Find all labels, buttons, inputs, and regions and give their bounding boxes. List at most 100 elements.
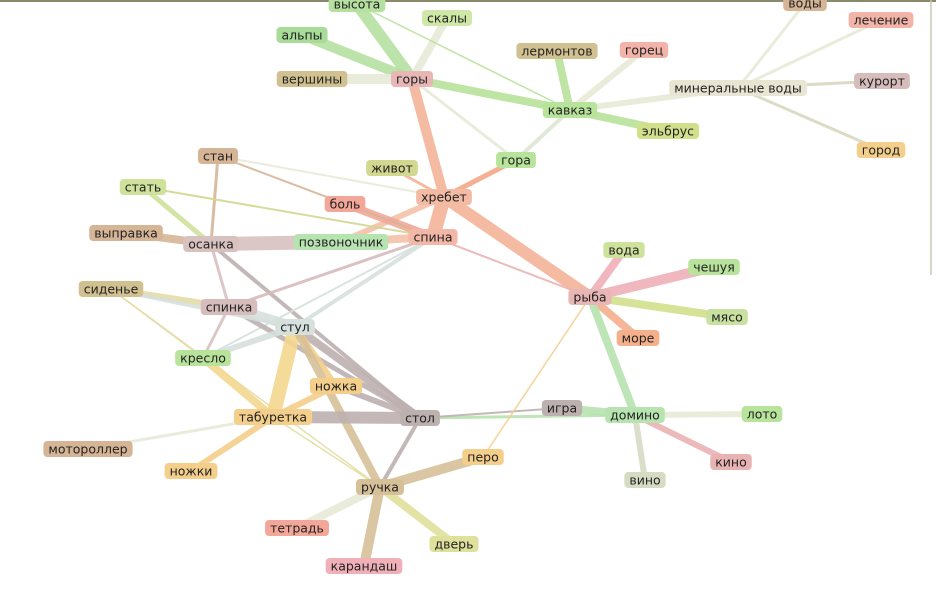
node-label: игра (547, 401, 577, 416)
node-спина[interactable]: спина (408, 229, 458, 245)
node-label: вода (608, 243, 639, 258)
node-label: хребет (421, 190, 467, 205)
node-лото[interactable]: лото (741, 406, 783, 422)
edge-спина-рыба (432, 236, 591, 298)
node-label: горец (625, 43, 663, 58)
edge-стол-ручка (378, 416, 422, 489)
node-box (542, 102, 598, 118)
node-вершины[interactable]: вершины (276, 71, 348, 87)
edge-рыба-мясо (586, 293, 731, 321)
node-box (265, 520, 329, 536)
node-гора[interactable]: гора (496, 152, 536, 168)
node-сиденье[interactable]: сиденье (78, 281, 144, 297)
node-стан[interactable]: стан (198, 148, 238, 164)
node-box (328, 0, 386, 12)
edge-стан-спина (217, 155, 434, 238)
node-кавказ[interactable]: кавказ (542, 102, 598, 118)
node-перо[interactable]: перо (462, 449, 504, 465)
node-эльбрус[interactable]: эльбрус (636, 123, 700, 139)
node-ножки[interactable]: ножки (164, 463, 218, 479)
node-label: воды (788, 0, 822, 11)
node-кресло[interactable]: кресло (175, 350, 231, 366)
node-box (429, 536, 479, 552)
node-дверь[interactable]: дверь (429, 536, 479, 552)
node-город[interactable]: город (856, 142, 906, 158)
node-выправка[interactable]: выправка (89, 225, 163, 241)
node-мотороллер[interactable]: мотороллер (43, 441, 133, 457)
node-label: город (862, 143, 900, 158)
node-box (516, 43, 598, 59)
node-box (293, 234, 389, 250)
node-игра[interactable]: игра (541, 400, 583, 416)
node-label: мотороллер (48, 442, 127, 457)
node-рыба[interactable]: рыба (568, 289, 612, 305)
node-box (636, 123, 700, 139)
edge-кавказ-лермонтов (553, 47, 574, 114)
edge-спина-кресло (202, 236, 434, 359)
node-минеральные_воды[interactable]: минеральные воды (669, 80, 807, 96)
node-хребет[interactable]: хребет (416, 189, 472, 205)
node-горы[interactable]: горы (390, 71, 434, 87)
node-табуретка[interactable]: табуретка (233, 409, 313, 425)
node-море[interactable]: море (616, 330, 660, 346)
node-мясо[interactable]: мясо (706, 309, 748, 325)
node-box (400, 410, 440, 426)
node-label: боль (330, 197, 361, 212)
graph-nodes: высота скалы воды лечение альпы лермонтов горе… (43, 0, 914, 574)
node-box (619, 42, 669, 58)
node-label: перо (467, 450, 498, 465)
node-box (408, 229, 458, 245)
node-тетрадь[interactable]: тетрадь (265, 520, 329, 536)
node-box (422, 10, 472, 26)
node-карандаш[interactable]: карандаш (325, 558, 403, 574)
edge-кавказ-гора (514, 108, 572, 162)
node-вода[interactable]: вода (603, 242, 645, 258)
node-осанка[interactable]: осанка (183, 236, 239, 252)
node-домино[interactable]: домино (605, 407, 665, 423)
node-стол[interactable]: стол (400, 410, 440, 426)
edge-горы-гора (410, 77, 518, 162)
node-label: спина (413, 230, 452, 245)
node-боль[interactable]: боль (324, 196, 366, 212)
edge-хребет-стан (217, 155, 445, 198)
node-альпы[interactable]: альпы (276, 27, 328, 43)
node-box (568, 289, 612, 305)
node-box (164, 463, 218, 479)
node-вино[interactable]: вино (624, 472, 666, 488)
node-спинка[interactable]: спинка (200, 299, 258, 315)
node-label: стол (405, 411, 435, 426)
node-label: чешуя (693, 260, 734, 275)
edge-горы-хребет (407, 74, 449, 202)
node-чешуя[interactable]: чешуя (688, 259, 740, 275)
node-box (325, 558, 403, 574)
node-стул[interactable]: стул (275, 319, 315, 335)
node-живот[interactable]: живот (366, 160, 418, 176)
node-ножка[interactable]: ножка (309, 378, 363, 394)
edge-ручка-карандаш (359, 482, 385, 571)
node-label: сиденье (84, 282, 139, 297)
node-скалы[interactable]: скалы (422, 10, 472, 26)
node-воды[interactable]: воды (783, 0, 827, 11)
edge-сиденье-кресло (110, 288, 204, 359)
node-box (276, 27, 328, 43)
node-кино[interactable]: кино (710, 454, 752, 470)
node-курорт[interactable]: курорт (854, 73, 910, 89)
node-label: кино (715, 455, 747, 470)
edge-стул-стол (291, 323, 424, 422)
node-box (43, 441, 133, 457)
node-label: позвоночник (299, 235, 384, 250)
edge-горы-скалы (408, 14, 451, 83)
node-box (175, 350, 231, 366)
edge-минеральные_воды-лечение (736, 18, 883, 90)
node-позвоночник[interactable]: позвоночник (293, 234, 389, 250)
node-label: вино (629, 473, 660, 488)
node-label: альпы (281, 28, 322, 43)
node-ручка[interactable]: ручка (356, 479, 404, 495)
node-box (688, 259, 740, 275)
node-горец[interactable]: горец (619, 42, 669, 58)
node-box (309, 378, 363, 394)
node-лермонтов[interactable]: лермонтов (516, 43, 598, 59)
node-лечение[interactable]: лечение (848, 12, 914, 28)
node-высота[interactable]: высота (328, 0, 386, 12)
node-стать[interactable]: стать (119, 179, 167, 195)
